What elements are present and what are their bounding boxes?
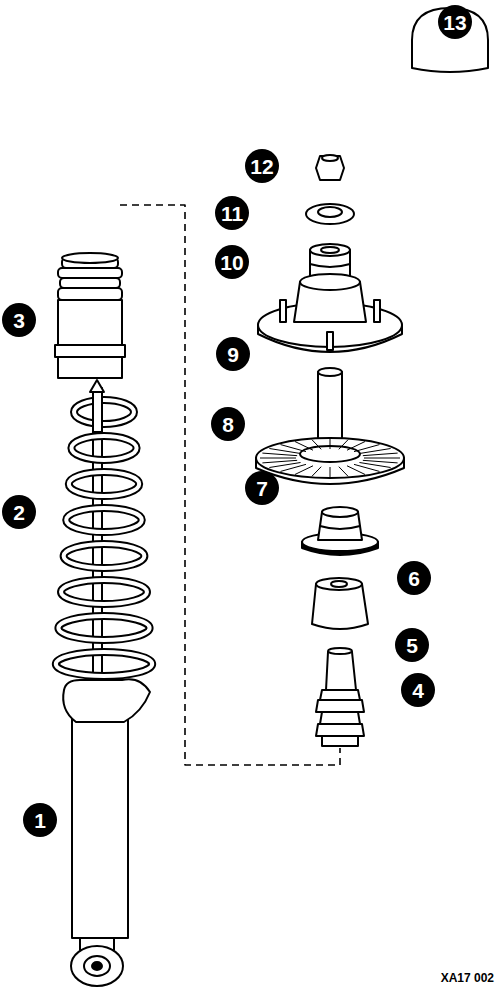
figure-code: XA17 002 [441,971,494,985]
top-mount [258,274,402,352]
callout-circle: 6 [397,561,431,595]
callout-circle: 5 [395,628,429,662]
callout-circle: 8 [211,407,245,441]
callout-circle: 3 [2,303,36,337]
callout-number: 7 [256,478,268,499]
callout-circle: 9 [216,337,250,371]
callout-number: 4 [412,680,424,701]
callout-number: 9 [227,344,239,365]
callout-number: 2 [13,502,25,523]
nut [316,155,344,180]
callout-number: 3 [13,310,25,331]
callout-number: 12 [250,156,273,177]
callout-number: 8 [222,414,234,435]
callout-circle: 4 [401,673,435,707]
callout-circle: 12 [245,149,279,183]
rubber-bush [312,578,368,629]
dust-boot [55,253,125,378]
callout-circle: 13 [438,5,472,39]
callout-number: 6 [408,568,420,589]
callout-circle: 1 [23,803,57,837]
dust-cap [412,8,488,72]
callout-number: 11 [221,203,243,224]
callout-circle: 2 [2,495,36,529]
callout-number: 1 [34,810,46,831]
callout-number: 13 [443,12,466,33]
callout-circle: 7 [245,471,279,505]
bump-stop [316,648,364,746]
callout-circle: 11 [215,196,249,230]
spring-seat [256,438,404,484]
callout-circle: 10 [215,245,249,279]
callout-number: 10 [220,252,243,273]
sleeve [318,368,342,444]
callout-number: 5 [406,635,418,656]
washer [306,204,354,224]
coil-spring [56,392,152,676]
bearing [302,507,378,555]
shock-absorber [63,380,150,986]
